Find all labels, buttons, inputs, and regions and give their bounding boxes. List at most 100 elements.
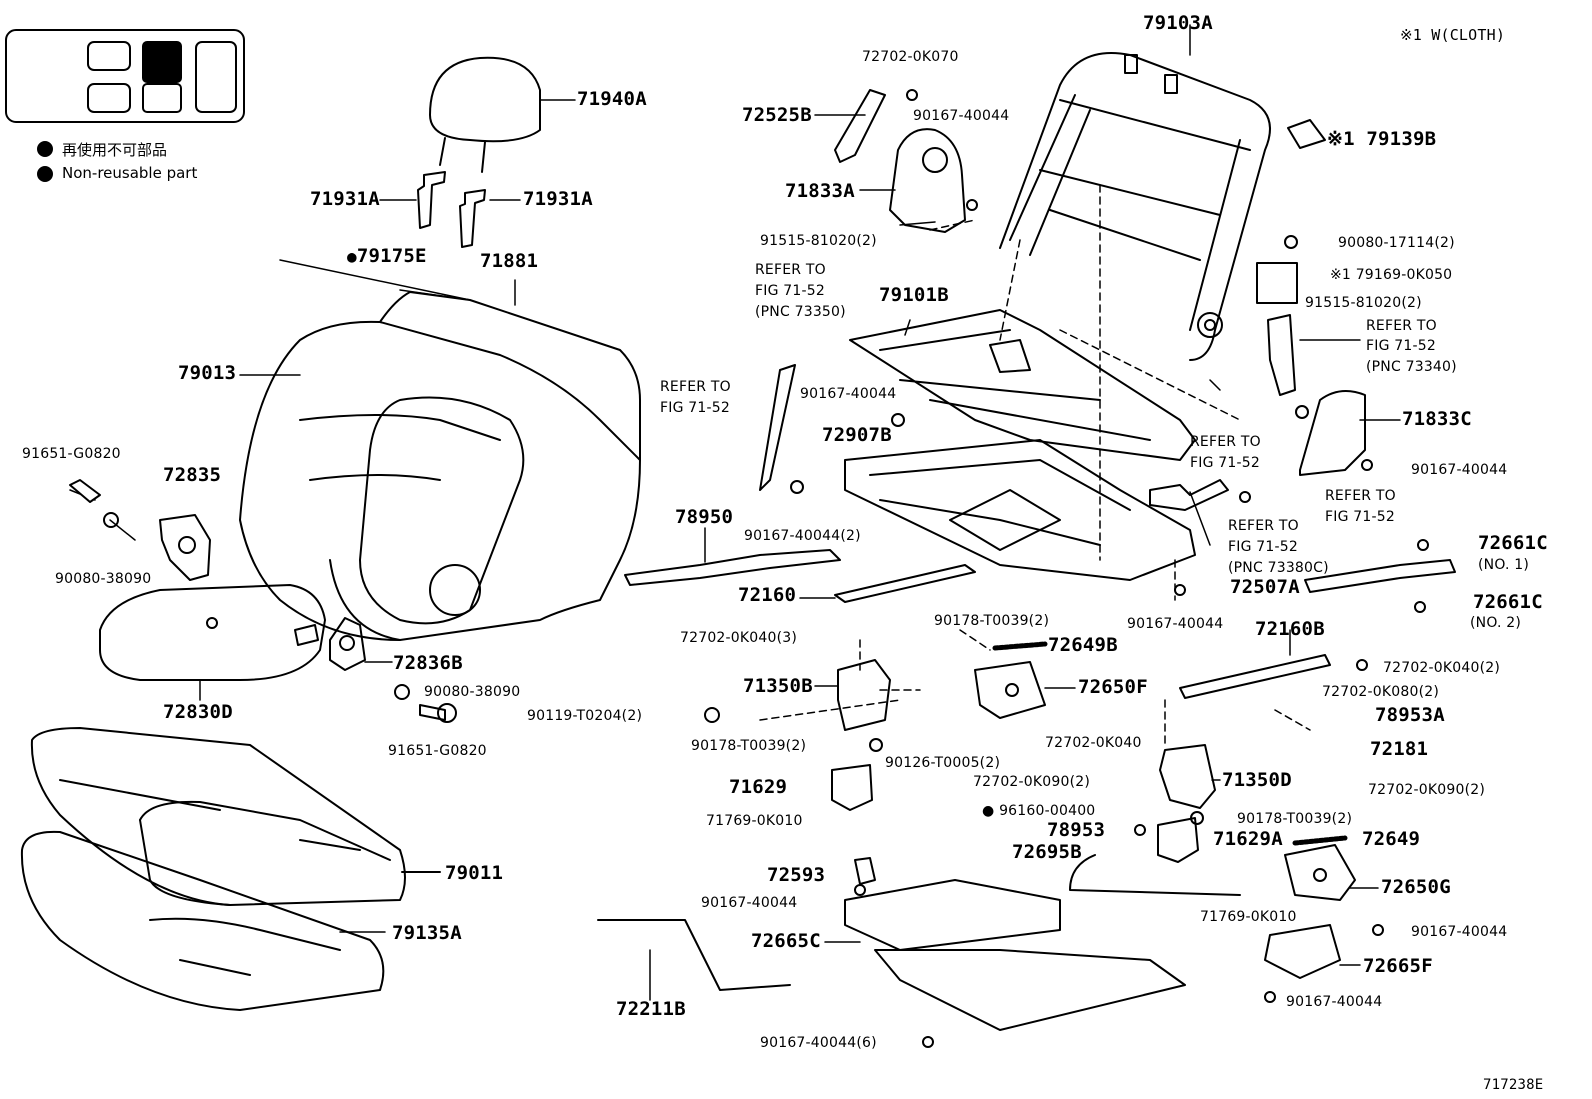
part-label[interactable]: 72211B bbox=[616, 998, 686, 1020]
part-label[interactable]: 72702-0K040 bbox=[1045, 735, 1142, 751]
reference-note[interactable]: FIG 71-52 bbox=[1366, 338, 1436, 354]
screws bbox=[206, 89, 1429, 1048]
part-label[interactable]: 90080-38090 bbox=[424, 684, 521, 700]
part-label[interactable]: 71769-0K010 bbox=[706, 813, 803, 829]
recliner-cover-71833A bbox=[859, 128, 966, 233]
part-label[interactable]: 90167-40044 bbox=[701, 895, 798, 911]
reference-note[interactable]: FIG 71-52 bbox=[755, 283, 825, 299]
belt-strap bbox=[624, 549, 841, 586]
part-label[interactable]: 90167-40044 bbox=[1127, 616, 1224, 632]
part-label[interactable]: 72702-0K090(2) bbox=[973, 774, 1091, 790]
part-label[interactable]: 90178-T0039(2) bbox=[1237, 811, 1353, 827]
part-label[interactable]: 72661C bbox=[1478, 532, 1548, 554]
part-label[interactable]: 91651-G0820 bbox=[22, 446, 121, 462]
part-label[interactable]: 90119-T0204(2) bbox=[527, 708, 643, 724]
part-label[interactable]: 90080-38090 bbox=[55, 571, 152, 587]
part-label[interactable]: 72835 bbox=[163, 464, 222, 486]
link-rod bbox=[597, 919, 791, 991]
part-label[interactable]: 71931A bbox=[310, 188, 380, 210]
part-label[interactable]: 72702-0K040(2) bbox=[1383, 660, 1501, 676]
part-label[interactable]: 90126-T0005(2) bbox=[885, 755, 1001, 771]
reference-note[interactable]: REFER TO bbox=[660, 379, 731, 395]
seat-position-icon bbox=[5, 29, 245, 123]
part-label[interactable]: 72661C bbox=[1473, 591, 1543, 613]
recliner-cover-71833C bbox=[1299, 390, 1366, 476]
part-label[interactable]: 72695B bbox=[1012, 841, 1082, 863]
part-label[interactable]: 72702-0K090(2) bbox=[1368, 782, 1486, 798]
part-label[interactable]: 71629 bbox=[729, 776, 788, 798]
part-note: (NO. 1) bbox=[1478, 557, 1530, 573]
seat-cushion-pad bbox=[20, 830, 386, 1011]
part-label[interactable]: 90167-40044 bbox=[913, 108, 1010, 124]
reference-note[interactable]: FIG 71-52 bbox=[1325, 509, 1395, 525]
part-label[interactable]: 71931A bbox=[523, 188, 593, 210]
reference-note[interactable]: (PNC 73350) bbox=[755, 304, 846, 320]
part-label[interactable]: 91651-G0820 bbox=[388, 743, 487, 759]
part-label[interactable]: 90167-40044 bbox=[1286, 994, 1383, 1010]
part-label[interactable]: 72593 bbox=[767, 864, 826, 886]
reference-note[interactable]: FIG 71-52 bbox=[660, 400, 730, 416]
reference-note[interactable]: REFER TO bbox=[1325, 488, 1396, 504]
part-label[interactable]: 71940A bbox=[577, 88, 647, 110]
part-label[interactable]: 72649 bbox=[1362, 828, 1421, 850]
part-label[interactable]: 72702-0K040(3) bbox=[680, 630, 798, 646]
part-label[interactable]: 72160B bbox=[1255, 618, 1325, 640]
part-label[interactable]: 90167-40044 bbox=[1411, 462, 1508, 478]
part-label[interactable]: 71833C bbox=[1402, 408, 1472, 430]
part-label[interactable]: 79103A bbox=[1143, 12, 1213, 34]
part-label[interactable]: 90167-40044 bbox=[1411, 924, 1508, 940]
part-label[interactable]: ※1 79139B bbox=[1327, 128, 1437, 150]
part-label[interactable]: 71350D bbox=[1222, 769, 1292, 791]
part-label-non-reusable[interactable]: ● 96160-00400 bbox=[982, 803, 1096, 819]
part-label[interactable]: 72665F bbox=[1363, 955, 1433, 977]
part-label[interactable]: 72160 bbox=[738, 584, 797, 606]
part-label[interactable]: 78953 bbox=[1047, 819, 1106, 841]
part-label[interactable]: 72525B bbox=[742, 104, 812, 126]
reference-note[interactable]: FIG 71-52 bbox=[1228, 539, 1298, 555]
part-label[interactable]: 78953A bbox=[1375, 704, 1445, 726]
reference-note[interactable]: REFER TO bbox=[1366, 318, 1437, 334]
seat-rails bbox=[799, 564, 1331, 699]
part-label[interactable]: 79135A bbox=[392, 922, 462, 944]
cushion-frame bbox=[849, 309, 1196, 461]
part-label[interactable]: 72907B bbox=[822, 424, 892, 446]
part-label[interactable]: 90167-40044 bbox=[800, 386, 897, 402]
part-label[interactable]: 91515-81020(2) bbox=[1305, 295, 1422, 311]
part-label[interactable]: 72181 bbox=[1370, 738, 1429, 760]
part-label[interactable]: 72830D bbox=[163, 701, 233, 723]
part-label[interactable]: 72836B bbox=[393, 652, 463, 674]
part-label[interactable]: ※1 79169-0K050 bbox=[1330, 267, 1453, 283]
part-label[interactable]: 71629A bbox=[1213, 828, 1283, 850]
lock-mechanisms bbox=[974, 661, 1379, 901]
part-label[interactable]: 72702-0K080(2) bbox=[1322, 684, 1440, 700]
part-label[interactable]: 90167-40044(2) bbox=[744, 528, 861, 544]
part-label[interactable]: 71833A bbox=[785, 180, 855, 202]
seat-pan bbox=[844, 439, 1196, 581]
part-label[interactable]: 79011 bbox=[445, 862, 504, 884]
part-label[interactable]: 79101B bbox=[879, 284, 949, 306]
part-label[interactable]: 72507A bbox=[1230, 576, 1300, 598]
part-label[interactable]: 72649B bbox=[1048, 634, 1118, 656]
release-cable bbox=[1069, 854, 1241, 896]
reference-note[interactable]: REFER TO bbox=[755, 262, 826, 278]
reference-note[interactable]: (PNC 73380C) bbox=[1228, 560, 1329, 576]
part-label[interactable]: 90178-T0039(2) bbox=[934, 613, 1050, 629]
part-label[interactable]: 72650F bbox=[1078, 676, 1148, 698]
part-label[interactable]: 72665C bbox=[751, 930, 821, 952]
part-label[interactable]: 72702-0K070 bbox=[862, 49, 959, 65]
part-label[interactable]: 72650G bbox=[1381, 876, 1451, 898]
reference-note[interactable]: REFER TO bbox=[1190, 434, 1261, 450]
part-label[interactable]: 78950 bbox=[675, 506, 734, 528]
reference-note[interactable]: (PNC 73340) bbox=[1366, 359, 1457, 375]
part-label[interactable]: 90080-17114(2) bbox=[1338, 235, 1455, 251]
part-label[interactable]: 91515-81020(2) bbox=[760, 233, 877, 249]
reference-note[interactable]: REFER TO bbox=[1228, 518, 1299, 534]
part-label[interactable]: 90167-40044(6) bbox=[760, 1035, 877, 1051]
part-label[interactable]: 71881 bbox=[480, 250, 539, 272]
part-label[interactable]: 71350B bbox=[743, 675, 813, 697]
reference-note[interactable]: FIG 71-52 bbox=[1190, 455, 1260, 471]
part-label[interactable]: 71769-0K010 bbox=[1200, 909, 1297, 925]
part-label[interactable]: 79013 bbox=[178, 362, 237, 384]
part-label-non-reusable[interactable]: ●79175E bbox=[347, 245, 427, 267]
part-label[interactable]: 90178-T0039(2) bbox=[691, 738, 807, 754]
